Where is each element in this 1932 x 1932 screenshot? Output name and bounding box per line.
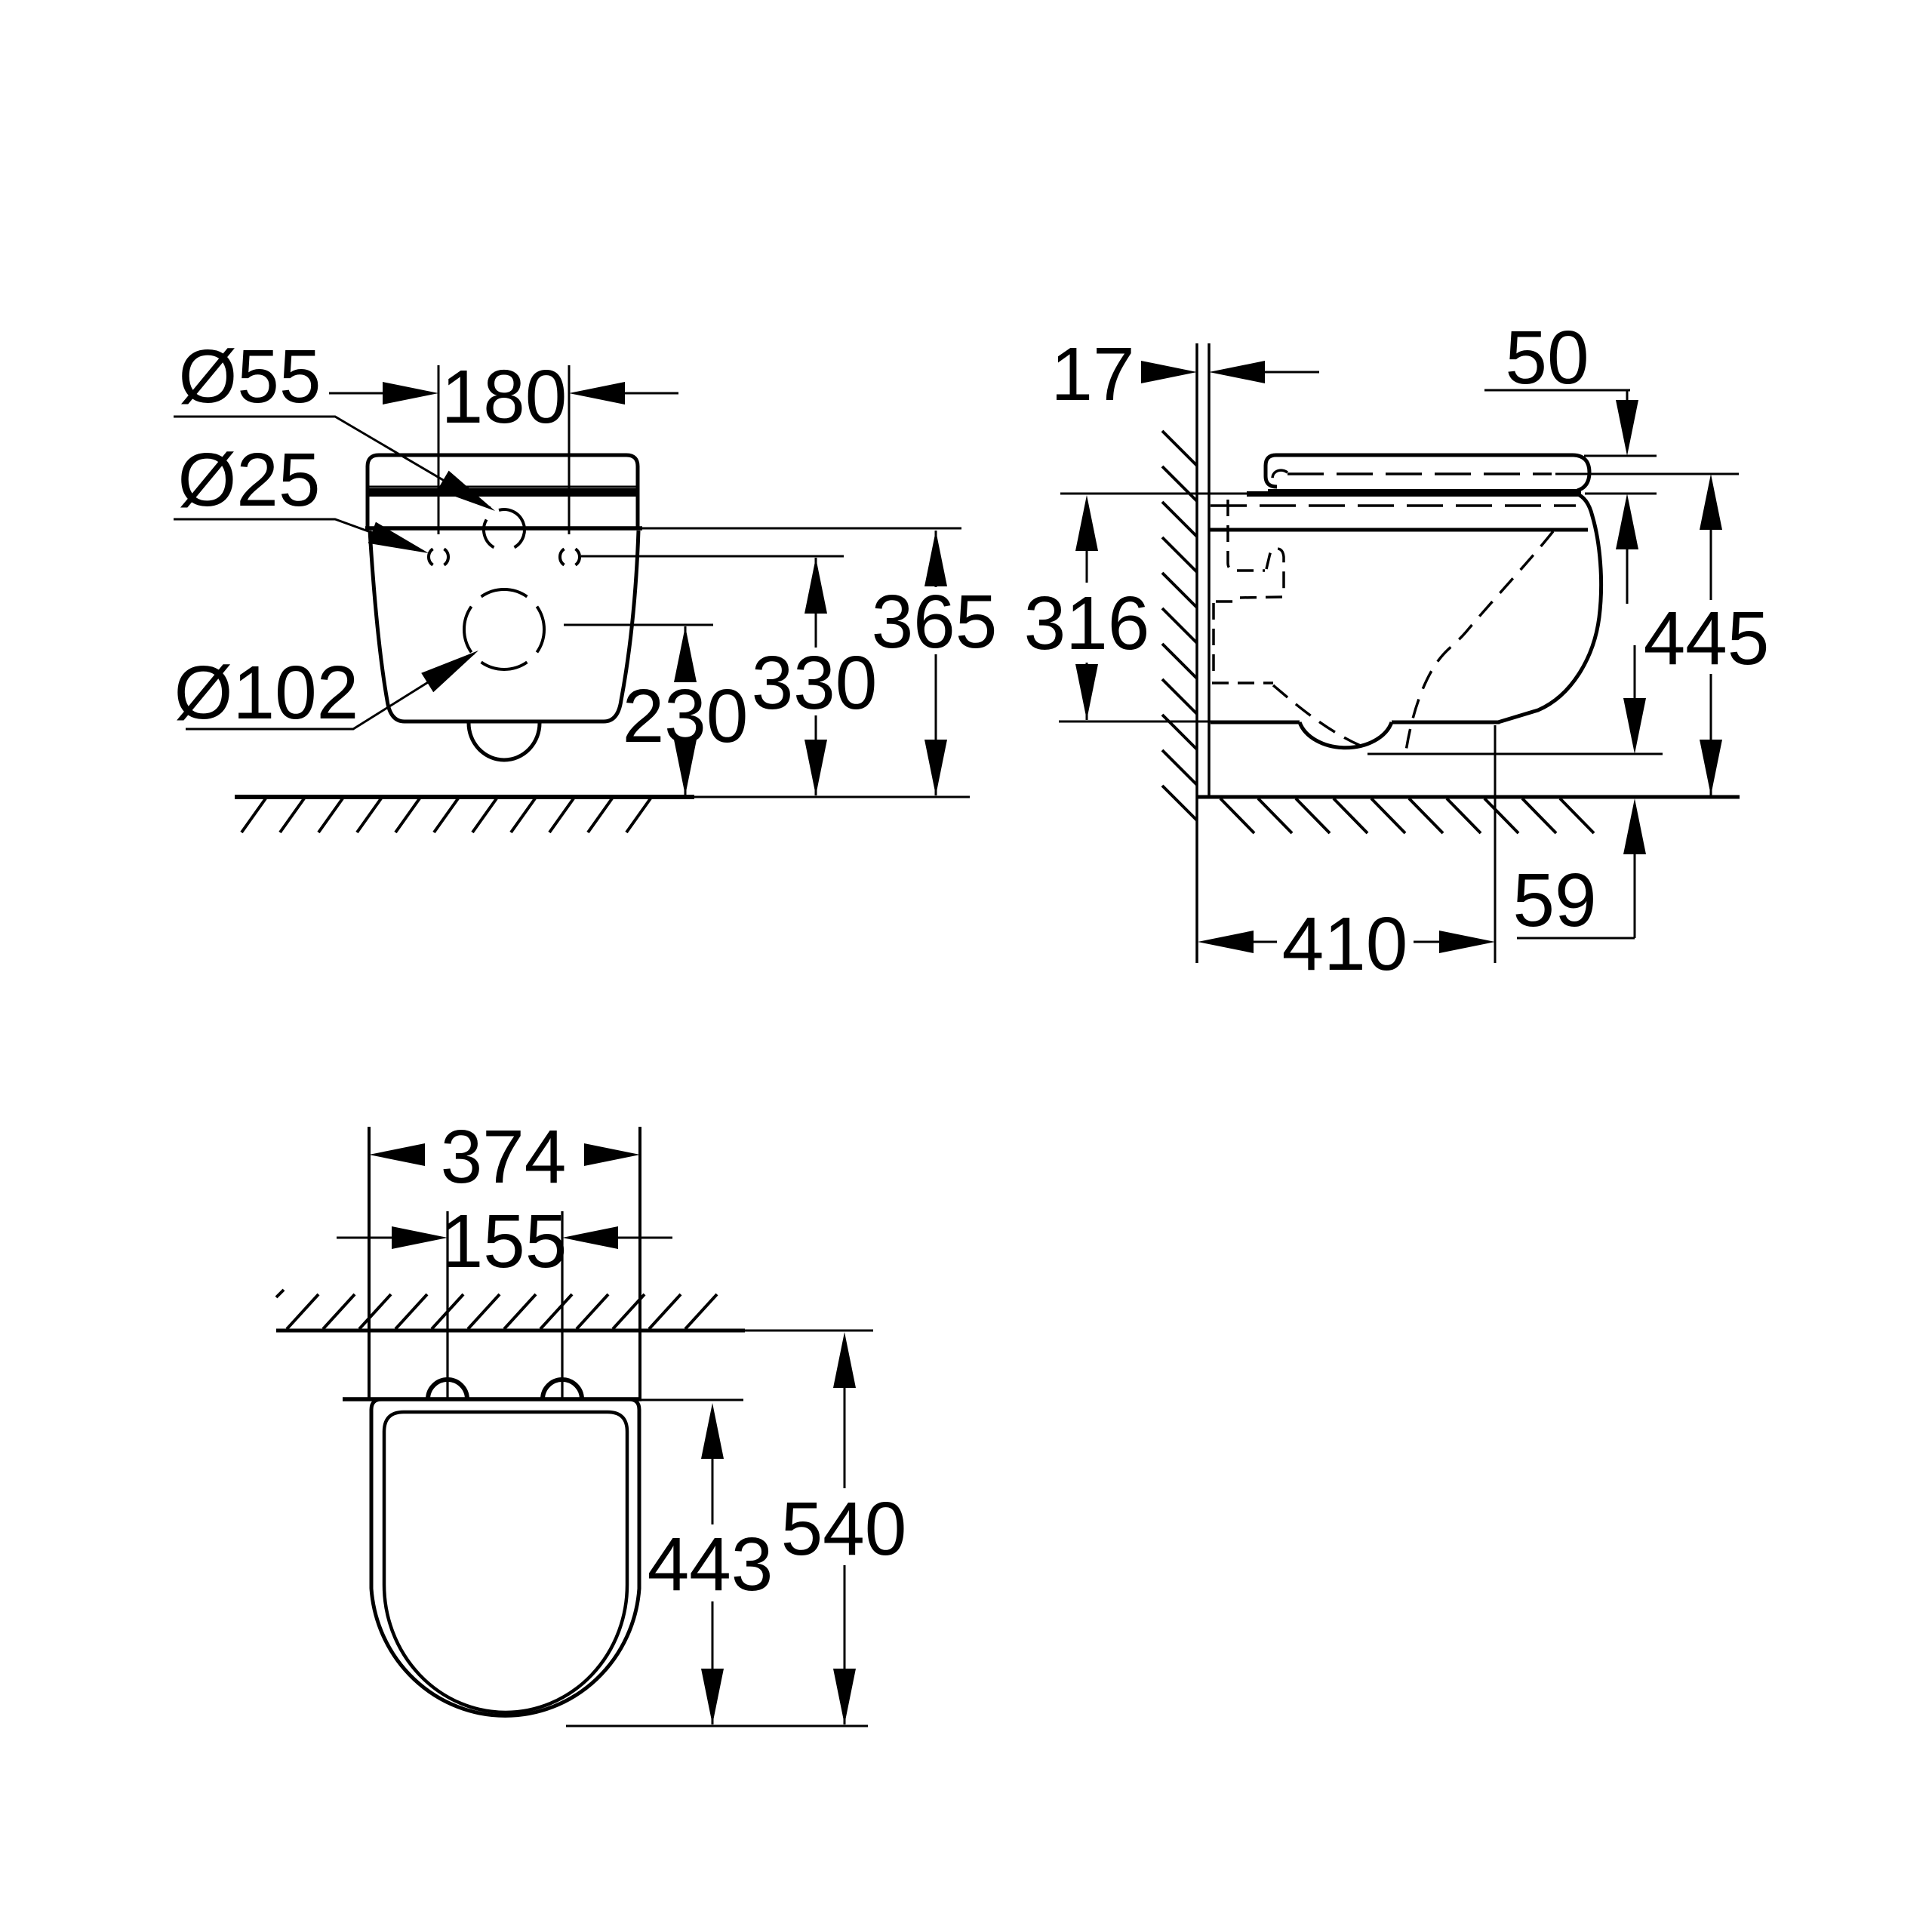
svg-text:330: 330: [752, 641, 878, 725]
svg-text:Ø25: Ø25: [177, 438, 320, 522]
svg-text:540: 540: [781, 1487, 907, 1571]
svg-text:374: 374: [441, 1115, 567, 1199]
svg-text:50: 50: [1505, 315, 1589, 400]
svg-text:59: 59: [1512, 858, 1596, 943]
svg-text:180: 180: [441, 355, 568, 439]
svg-text:365: 365: [872, 580, 998, 664]
svg-text:445: 445: [1644, 596, 1770, 681]
svg-text:Ø55: Ø55: [178, 334, 321, 419]
svg-text:Ø102: Ø102: [174, 651, 359, 735]
svg-text:155: 155: [441, 1199, 568, 1284]
svg-text:316: 316: [1024, 581, 1150, 666]
svg-text:443: 443: [648, 1522, 774, 1607]
svg-text:230: 230: [623, 674, 749, 758]
svg-text:410: 410: [1282, 902, 1408, 986]
svg-text:17: 17: [1051, 332, 1134, 417]
